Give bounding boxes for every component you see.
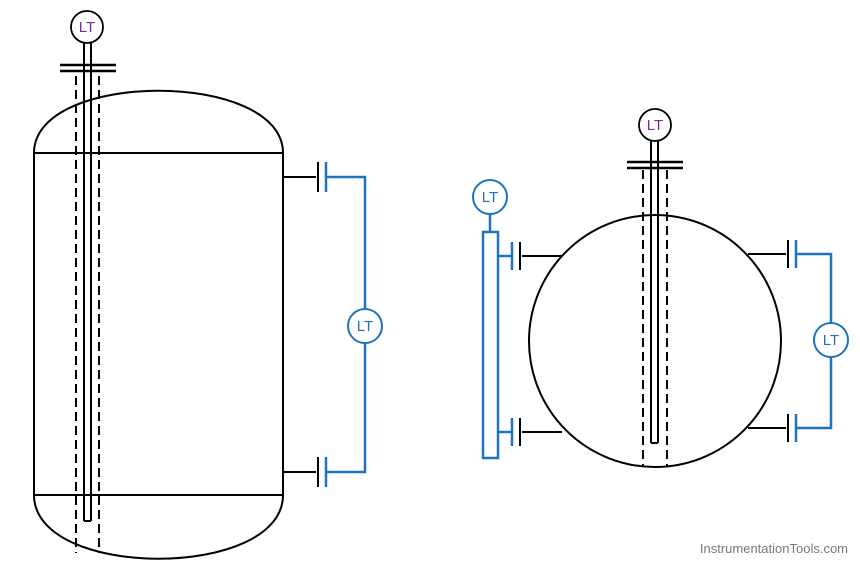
vertical-vessel-side-nozzles bbox=[283, 162, 319, 487]
impulse-line-low bbox=[326, 343, 367, 474]
spherical-vessel-probe bbox=[627, 141, 683, 467]
side-lt-label-sphere: LT bbox=[823, 332, 839, 349]
top-lt-label-sphere: LT bbox=[647, 117, 663, 134]
spherical-vessel bbox=[528, 214, 782, 468]
side-lt-bubble-sphere bbox=[813, 322, 849, 358]
spherical-vessel-shell bbox=[528, 214, 782, 468]
side-level-transmitter-sphere: LT bbox=[813, 322, 849, 358]
impulse-line-high bbox=[326, 175, 367, 309]
gauge-lt-label: LT bbox=[482, 189, 498, 206]
sphere-right-impulse-lines bbox=[794, 240, 833, 442]
gauge-level-transmitter: LT bbox=[472, 179, 508, 215]
vertical-vessel-bottom-head bbox=[33, 494, 284, 560]
vertical-vessel bbox=[33, 89, 284, 560]
top-lt-bubble-sphere bbox=[638, 108, 672, 142]
level-gauge-chamber bbox=[481, 230, 500, 460]
sphere-impulse-line-high bbox=[796, 252, 833, 323]
side-lt-bubble-vertical bbox=[347, 308, 383, 344]
top-level-transmitter-sphere: LT bbox=[638, 108, 672, 142]
top-lt-label-vertical: LT bbox=[79, 19, 95, 36]
vertical-vessel-probe bbox=[60, 42, 116, 553]
top-lt-bubble-vertical bbox=[70, 10, 104, 44]
gauge-lt-bubble bbox=[472, 179, 508, 215]
watermark-text: InstrumentationTools.com bbox=[699, 541, 848, 556]
sphere-impulse-line-low bbox=[796, 357, 833, 430]
sphere-right-nozzles bbox=[748, 240, 789, 442]
vertical-vessel-impulse-lines bbox=[324, 162, 367, 487]
top-level-transmitter-vertical: LT bbox=[70, 10, 104, 44]
side-level-transmitter-vertical: LT bbox=[347, 308, 383, 344]
sphere-left-nozzles bbox=[519, 242, 562, 446]
vertical-vessel-top-head bbox=[33, 89, 284, 154]
side-lt-label-vertical: LT bbox=[357, 318, 373, 335]
sphere-level-gauge bbox=[481, 213, 514, 460]
